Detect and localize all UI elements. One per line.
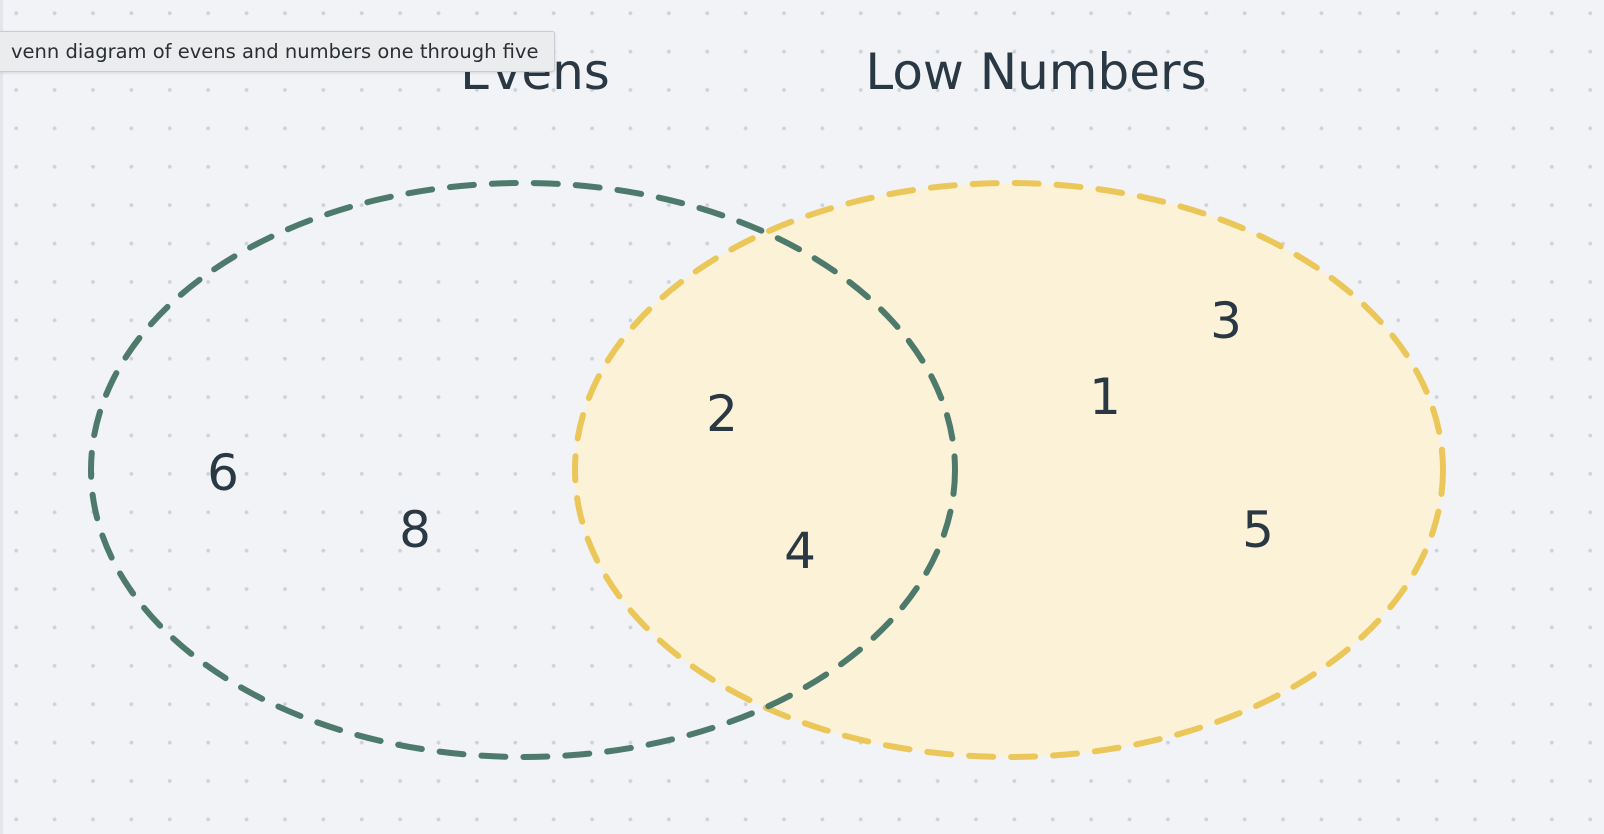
element-six[interactable]: 6 [207,444,239,502]
low-numbers-set-ellipse[interactable] [572,180,1446,760]
alt-text-tooltip: venn diagram of evens and numbers one th… [0,31,556,72]
element-four[interactable]: 4 [784,522,816,580]
element-three[interactable]: 3 [1210,292,1242,350]
element-five[interactable]: 5 [1242,501,1274,559]
evens-set-ellipse[interactable] [88,180,958,760]
element-one[interactable]: 1 [1089,368,1121,426]
element-two[interactable]: 2 [706,385,738,443]
element-eight[interactable]: 8 [399,501,431,559]
low-numbers-set-title: Low Numbers [865,43,1206,101]
canvas-left-edge [0,0,3,834]
